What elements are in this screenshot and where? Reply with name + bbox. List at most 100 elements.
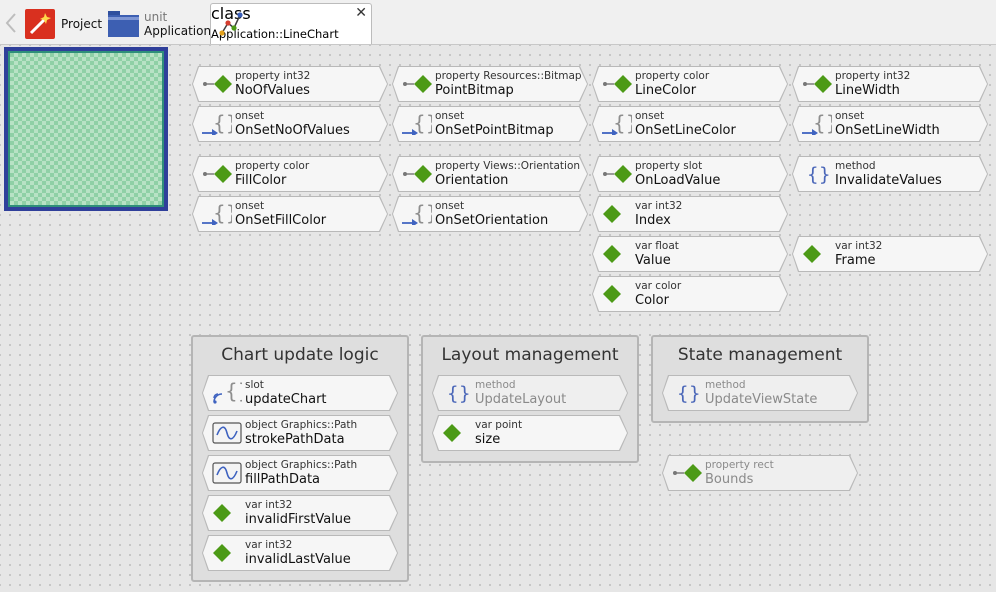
member-name: OnSetPointBitmap bbox=[435, 123, 554, 138]
onset-icon: {} bbox=[202, 113, 232, 135]
member-kind: property color bbox=[235, 160, 310, 172]
member-kind: property slot bbox=[635, 160, 703, 172]
member-kind: method bbox=[705, 379, 746, 391]
member-kind: var point bbox=[475, 419, 523, 431]
var-icon bbox=[212, 502, 242, 524]
preview-checkerboard bbox=[8, 51, 164, 207]
method-icon: {} bbox=[672, 382, 702, 404]
member-name: Orientation bbox=[435, 173, 509, 188]
member-kind: slot bbox=[245, 379, 264, 391]
property-icon bbox=[602, 163, 632, 185]
member-name: InvalidateValues bbox=[835, 173, 942, 188]
class-preview[interactable] bbox=[4, 47, 168, 211]
member-name: Color bbox=[635, 293, 669, 308]
class-linechart-icon bbox=[219, 12, 243, 36]
unit-folder-icon bbox=[108, 11, 139, 37]
member-name: Bounds bbox=[705, 472, 754, 487]
member-kind: onset bbox=[835, 110, 865, 122]
member-kind: property int32 bbox=[235, 70, 311, 82]
member-name: fillPathData bbox=[245, 472, 321, 487]
member-name: OnLoadValue bbox=[635, 173, 721, 188]
member-kind: var color bbox=[635, 280, 682, 292]
breadcrumb-project[interactable]: Project bbox=[24, 0, 106, 44]
onset-icon: {} bbox=[402, 113, 432, 135]
member-kind: property rect bbox=[705, 459, 774, 471]
member-name: LineWidth bbox=[835, 83, 900, 98]
member-name: updateChart bbox=[245, 392, 327, 407]
var-icon bbox=[602, 243, 632, 265]
member-name: OnSetLineWidth bbox=[835, 123, 940, 138]
member-name: invalidLastValue bbox=[245, 552, 351, 567]
member-name: OnSetFillColor bbox=[235, 213, 327, 228]
member-kind: property Views::Orientation bbox=[435, 160, 581, 172]
member-name: Value bbox=[635, 253, 671, 268]
property-icon bbox=[672, 462, 702, 484]
close-icon[interactable]: ✕ bbox=[355, 5, 367, 21]
member-name: Frame bbox=[835, 253, 876, 268]
member-name: LineColor bbox=[635, 83, 697, 98]
var-icon bbox=[802, 243, 832, 265]
property-icon bbox=[802, 73, 832, 95]
method-icon: {} bbox=[802, 163, 832, 185]
breadcrumb-unit-name: Application bbox=[144, 24, 212, 38]
member-kind: onset bbox=[435, 200, 465, 212]
method-icon: {} bbox=[442, 382, 472, 404]
property-icon bbox=[202, 73, 232, 95]
member-name: invalidFirstValue bbox=[245, 512, 352, 527]
slot-icon: {} bbox=[212, 382, 242, 404]
member-kind: property color bbox=[635, 70, 710, 82]
property-icon bbox=[202, 163, 232, 185]
member-name: OnSetOrientation bbox=[435, 213, 549, 228]
breadcrumb-unit[interactable]: unit Application bbox=[107, 0, 211, 44]
var-icon bbox=[442, 422, 472, 444]
member-kind: method bbox=[835, 160, 876, 172]
member-name: FillColor bbox=[235, 173, 287, 188]
tab-class[interactable]: class Application::LineChart ✕ bbox=[210, 3, 372, 44]
member-kind: var int32 bbox=[245, 539, 293, 551]
member-kind: onset bbox=[435, 110, 465, 122]
chevron-left-icon[interactable] bbox=[4, 12, 18, 34]
breadcrumb-class-name: Application::LineChart bbox=[211, 27, 339, 41]
group-title-state: State management bbox=[677, 345, 843, 365]
svg-text:{}: {} bbox=[807, 164, 831, 185]
member-name: UpdateLayout bbox=[475, 392, 567, 407]
member-kind: object Graphics::Path bbox=[245, 459, 358, 471]
member-name: UpdateViewState bbox=[705, 392, 818, 407]
member-name: strokePathData bbox=[245, 432, 345, 447]
onset-icon: {} bbox=[602, 113, 632, 135]
group-title-layout: Layout management bbox=[441, 345, 619, 365]
member-kind: property Resources::Bitmap bbox=[435, 70, 582, 82]
svg-text:{}: {} bbox=[225, 382, 242, 403]
svg-text:{}: {} bbox=[447, 383, 471, 404]
member-kind: var float bbox=[635, 240, 679, 252]
property-icon bbox=[402, 73, 432, 95]
member-name: NoOfValues bbox=[235, 83, 310, 98]
